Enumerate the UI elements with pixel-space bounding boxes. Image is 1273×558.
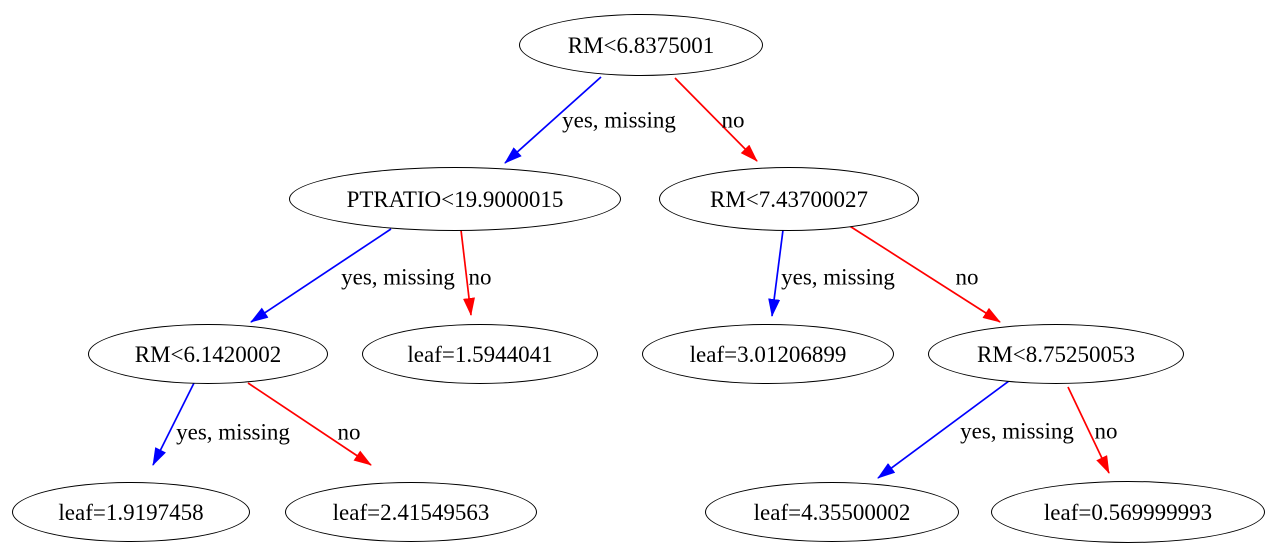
edge-label-rm8752-yes: yes, missing: [960, 418, 1074, 444]
node-leaf-1-5944041: leaf=1.5944041: [362, 324, 598, 384]
edge-ptratio-no: [460, 229, 475, 316]
node-split-rm-7437: RM<7.43700027: [659, 167, 919, 231]
edge-rm7437-yes: [768, 229, 784, 317]
edge-root-yes: [504, 76, 602, 164]
edge-label-ptratio-no: no: [468, 264, 492, 290]
edge-label-rm6142-yes: yes, missing: [176, 419, 290, 445]
edge-ptratio-yes: [250, 228, 392, 323]
edge-rm8752-no: [1067, 386, 1110, 474]
edge-rm7437-no: [847, 224, 1001, 323]
node-split-rm-8752: RM<8.75250053: [928, 324, 1184, 384]
node-split-ptratio: PTRATIO<19.9000015: [289, 167, 621, 231]
edge-label-rm8752-no: no: [1094, 418, 1118, 444]
edge-label-rm7437-no: no: [955, 264, 979, 290]
node-leaf-0-569999993: leaf=0.569999993: [991, 481, 1265, 543]
node-root-split-rm: RM<6.8375001: [519, 14, 763, 76]
node-leaf-4-35500002: leaf=4.35500002: [705, 482, 959, 542]
node-leaf-3-01206899: leaf=3.01206899: [642, 324, 894, 384]
edge-label-rm6142-no: no: [337, 419, 361, 445]
edge-rm6142-no: [247, 382, 372, 466]
edge-label-root-yes: yes, missing: [562, 107, 676, 133]
edge-label-ptratio-yes: yes, missing: [341, 264, 455, 290]
node-leaf-2-41549563: leaf=2.41549563: [285, 482, 537, 542]
edge-root-no: [674, 77, 758, 162]
edge-rm8752-yes: [877, 380, 1010, 479]
edge-label-root-no: no: [721, 107, 745, 133]
edge-rm6142-yes: [152, 382, 195, 466]
node-leaf-1-9197458: leaf=1.9197458: [12, 482, 250, 542]
node-split-rm-6142: RM<6.1420002: [88, 324, 328, 384]
edge-label-rm7437-yes: yes, missing: [781, 264, 895, 290]
